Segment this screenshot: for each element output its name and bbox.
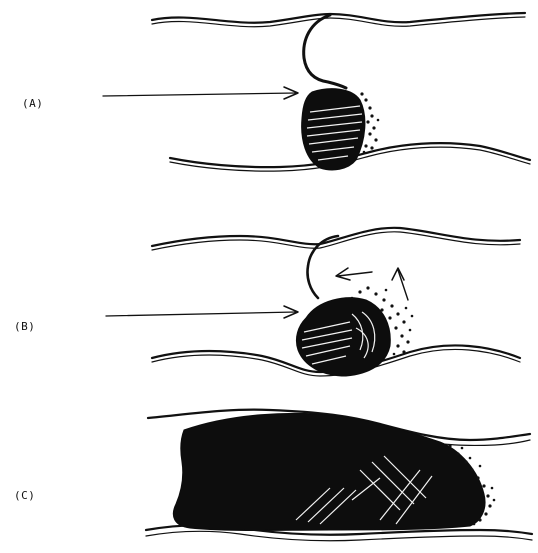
panel-c-lower-wall-inner bbox=[146, 531, 532, 541]
panel-a-intimal-flap bbox=[304, 15, 346, 88]
panel-b-intimal-flap bbox=[307, 236, 338, 298]
panel-b-label: (B) bbox=[14, 320, 35, 333]
panel-b-swirl-arrow-left-head bbox=[336, 268, 350, 280]
panel-b-flow-arrow-shaft bbox=[106, 312, 296, 316]
panel-a bbox=[103, 13, 530, 171]
panel-b-swirl-arrow-up bbox=[398, 270, 408, 300]
panel-b-swirl-arrow-left bbox=[338, 272, 372, 276]
panel-c bbox=[146, 410, 532, 541]
panel-c-occlusive-thrombus bbox=[173, 413, 485, 530]
panel-a-label: (A) bbox=[22, 97, 43, 110]
panel-c-label: (C) bbox=[14, 489, 35, 502]
panel-a-flow-arrow-shaft bbox=[103, 93, 296, 96]
panel-b-upper-wall-inner bbox=[152, 232, 520, 250]
panel-b-thrombus bbox=[296, 298, 390, 376]
panel-b bbox=[106, 228, 520, 376]
